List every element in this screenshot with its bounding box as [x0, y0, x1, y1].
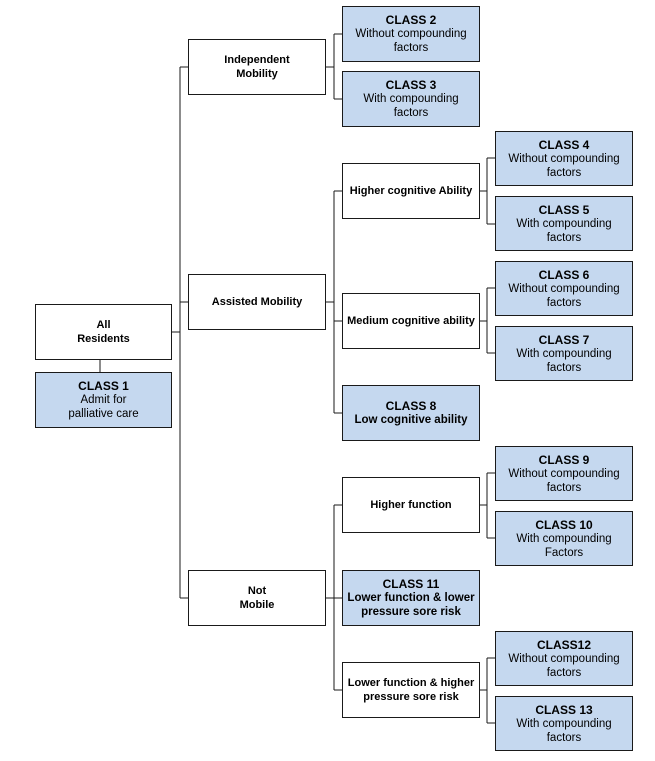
all-residents-node: All Residents [35, 304, 172, 360]
class-2-node: CLASS 2 Without compounding factors [342, 6, 480, 62]
class-9-desc: Without compounding factors [508, 467, 620, 494]
higher-function-label: Higher function [370, 499, 452, 511]
class-4-node: CLASS 4 Without compounding factors [495, 131, 633, 186]
class-9-node: CLASS 9 Without compounding factors [495, 446, 633, 501]
class-4-title: CLASS 4 [538, 137, 590, 152]
higher-function-node: Higher function [342, 477, 480, 533]
class-10-desc: With compounding Factors [516, 532, 612, 559]
class-13-desc: With compounding factors [516, 717, 612, 744]
not-mobile-node: Not Mobile [188, 570, 326, 626]
class-13-title: CLASS 13 [535, 702, 593, 717]
class-1-desc: Admit for palliative care [68, 394, 139, 420]
class-8-desc: Low cognitive ability [354, 414, 468, 426]
class-7-node: CLASS 7 With compounding factors [495, 326, 633, 381]
higher-cognitive-node: Higher cognitive Ability [342, 163, 480, 219]
class-10-title: CLASS 10 [535, 517, 593, 532]
class-7-title: CLASS 7 [538, 332, 590, 347]
medium-cognitive-label: Medium cognitive ability [347, 315, 475, 327]
class-5-title: CLASS 5 [538, 202, 590, 217]
class-13-node: CLASS 13 With compounding factors [495, 696, 633, 751]
assisted-mobility-node: Assisted Mobility [188, 274, 326, 330]
class-8-title: CLASS 8 [385, 399, 437, 413]
class-12-node: CLASS12 Without compounding factors [495, 631, 633, 686]
lower-function-higher-risk-node: Lower function & higher pressure sore ri… [342, 662, 480, 718]
class-8-node: CLASS 8 Low cognitive ability [342, 385, 480, 441]
independent-mobility-label: Independent Mobility [224, 54, 290, 80]
assisted-mobility-label: Assisted Mobility [211, 296, 303, 308]
class-3-node: CLASS 3 With compounding factors [342, 71, 480, 127]
higher-cognitive-label: Higher cognitive Ability [349, 185, 473, 197]
all-residents-label: All Residents [77, 319, 130, 345]
independent-mobility-node: Independent Mobility [188, 39, 326, 95]
class-3-desc: With compounding factors [363, 93, 459, 119]
class-11-node: CLASS 11 Lower function & lower pressure… [342, 570, 480, 626]
class-9-title: CLASS 9 [538, 452, 590, 467]
class-6-desc: Without compounding factors [508, 282, 620, 309]
class-5-node: CLASS 5 With compounding factors [495, 196, 633, 251]
class-5-desc: With compounding factors [516, 217, 612, 244]
class-6-title: CLASS 6 [538, 267, 590, 282]
class-10-node: CLASS 10 With compounding Factors [495, 511, 633, 566]
class-4-desc: Without compounding factors [508, 152, 620, 179]
class-7-desc: With compounding factors [516, 347, 612, 374]
class-6-node: CLASS 6 Without compounding factors [495, 261, 633, 316]
class-11-title: CLASS 11 [382, 577, 440, 591]
class-11-desc: Lower function & lower pressure sore ris… [347, 592, 475, 618]
class-1-title: CLASS 1 [78, 379, 129, 393]
class-12-desc: Without compounding factors [508, 652, 620, 679]
lower-function-higher-risk-label: Lower function & higher pressure sore ri… [347, 677, 475, 703]
not-mobile-label: Not Mobile [239, 585, 275, 611]
medium-cognitive-node: Medium cognitive ability [342, 293, 480, 349]
class-3-title: CLASS 3 [385, 78, 437, 92]
class-1-node: CLASS 1 Admit for palliative care [35, 372, 172, 428]
class-2-title: CLASS 2 [385, 13, 437, 27]
class-2-desc: Without compounding factors [355, 28, 467, 54]
class-12-title: CLASS12 [536, 637, 592, 652]
